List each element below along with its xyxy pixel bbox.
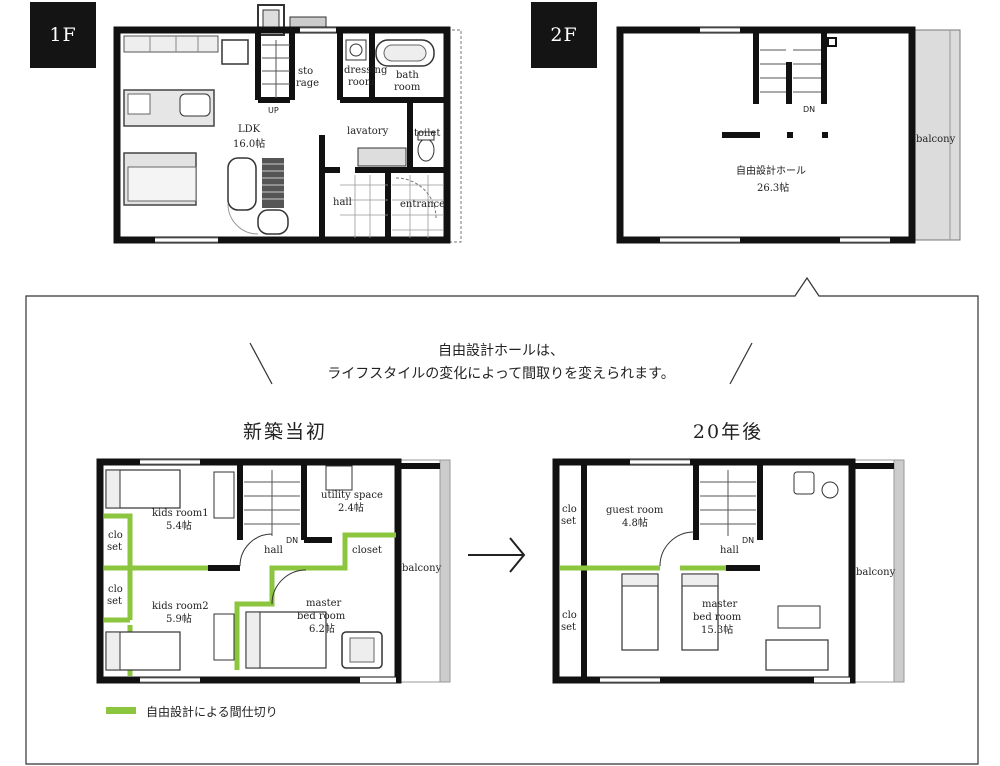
closet-b-label-2: set [107, 596, 122, 607]
free-hall-label: 自由設計ホール [736, 164, 806, 177]
closet-b-label-1: clo [108, 584, 123, 595]
guest-area: 4.8帖 [622, 516, 648, 529]
hall1-label: hall [333, 197, 352, 208]
free-hall-area: 26.3帖 [757, 181, 789, 194]
hall-after-label: hall [720, 545, 739, 556]
kids2-area: 5.9帖 [166, 612, 192, 625]
master-initial-2: bed room [297, 611, 346, 622]
guest-label: guest room [606, 505, 664, 516]
dressing-label-2: room [348, 77, 375, 88]
master-after-2: bed room [693, 612, 742, 623]
transition-arrow [509, 537, 526, 573]
utility-label: utility space [321, 490, 383, 501]
closet-a-label-1: clo [108, 530, 123, 541]
ldk-area: 16.0帖 [233, 137, 265, 150]
dn-initial-label: DN [286, 536, 298, 545]
closet-label: closet [352, 545, 382, 556]
callout-box [25, 276, 979, 765]
balcony2-label: balcony [916, 134, 956, 145]
entrance-label: entrance [400, 199, 445, 210]
dn2-label: DN [803, 105, 815, 114]
legend-label: 自由設計による間仕切り [146, 704, 278, 719]
dn-after-label: DN [742, 536, 754, 545]
closet-after-a-2: set [561, 516, 576, 527]
toilet-label: toilet [414, 128, 440, 139]
bath-label-2: room [394, 82, 421, 93]
kids2-label: kids room2 [152, 601, 209, 612]
storage-label-1: sto [298, 66, 313, 77]
closet-a-label-2: set [107, 542, 122, 553]
utility-area: 2.4帖 [338, 501, 364, 514]
plan-initial-title: 新築当初 [243, 421, 327, 443]
floor1-plan [113, 4, 462, 244]
master-initial-1: master [306, 598, 342, 609]
floor1-tag: 1F [30, 2, 96, 68]
callout-line-2: ライフスタイルの変化によって間取りを変えられます。 [327, 365, 674, 382]
legend-swatch [106, 707, 136, 714]
bath-label-1: bath [396, 70, 419, 81]
storage-label-2: rage [296, 78, 319, 89]
dressing-label-1: dressing [344, 65, 388, 76]
closet-after-b-2: set [561, 622, 576, 633]
master-after-1: master [702, 599, 738, 610]
closet-after-b-1: clo [562, 610, 577, 621]
plan-after [552, 458, 905, 684]
kids1-label: kids room1 [152, 508, 209, 519]
ldk-label: LDK [238, 124, 261, 135]
kids1-area: 5.4帖 [166, 519, 192, 532]
callout-line-1: 自由設計ホールは、 [438, 343, 564, 359]
balcony-initial-label: balcony [402, 563, 442, 574]
master-initial-area: 6.2帖 [309, 622, 335, 635]
floor2-tag: 2F [531, 2, 597, 68]
hall-initial-label: hall [264, 545, 283, 556]
balcony-after-label: balcony [856, 567, 896, 578]
master-after-area: 15.3帖 [701, 623, 733, 636]
floor2-plan [616, 26, 961, 244]
plan-initial [96, 458, 451, 684]
closet-after-a-1: clo [562, 504, 577, 515]
up-label: UP [268, 106, 279, 115]
lavatory-label: lavatory [347, 126, 389, 137]
plan-after-title: 20年後 [693, 421, 763, 443]
